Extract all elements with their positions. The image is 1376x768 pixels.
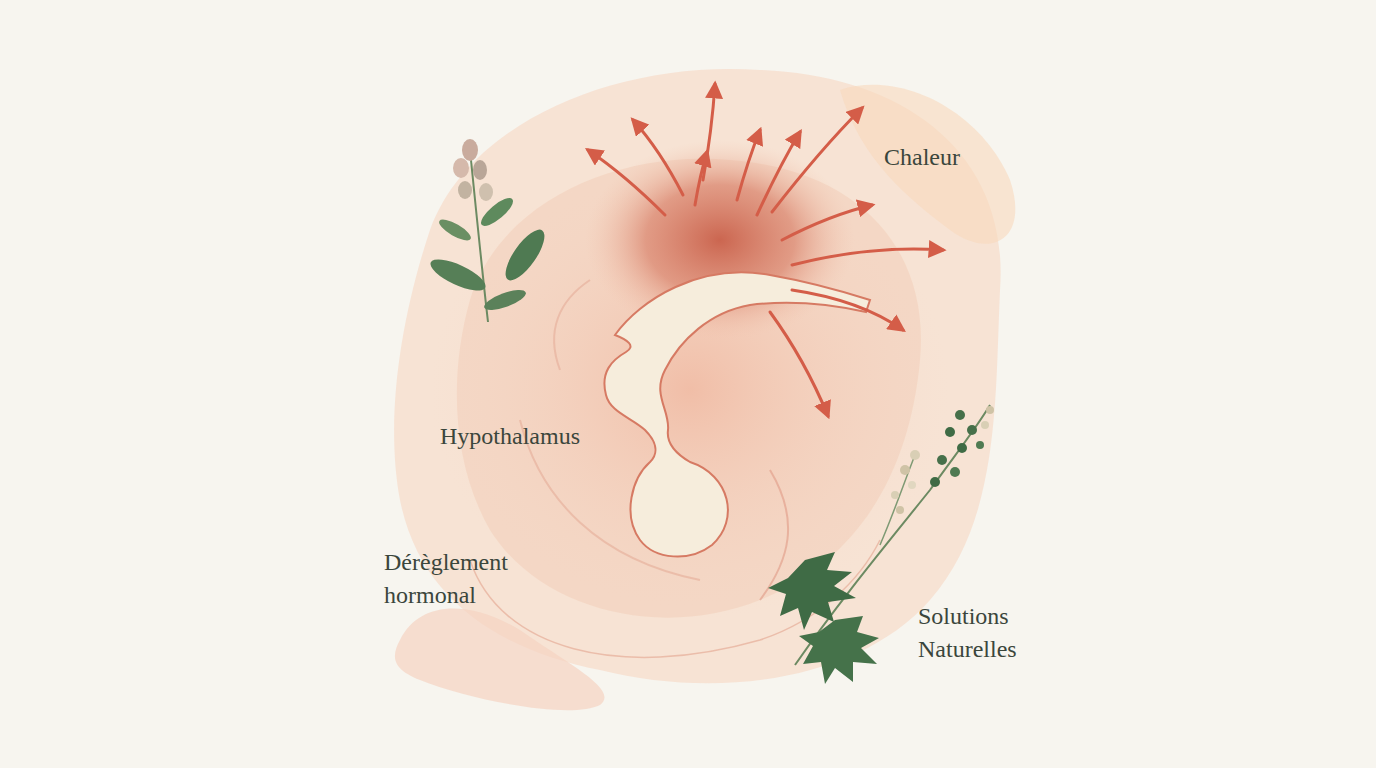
label-holder: Hypothalamus (440, 420, 620, 453)
region-label: Hypothalamus (440, 420, 620, 453)
heat-label: Chaleur (884, 141, 1014, 174)
label-holder: Solutions Naturelles (918, 600, 1058, 666)
remedy-label: Solutions Naturelles (918, 600, 1058, 666)
label-holder: Dérèglement hormonal (384, 546, 559, 612)
cause-label: Dérèglement hormonal (384, 546, 559, 612)
label-holder: Chaleur (884, 141, 1014, 174)
